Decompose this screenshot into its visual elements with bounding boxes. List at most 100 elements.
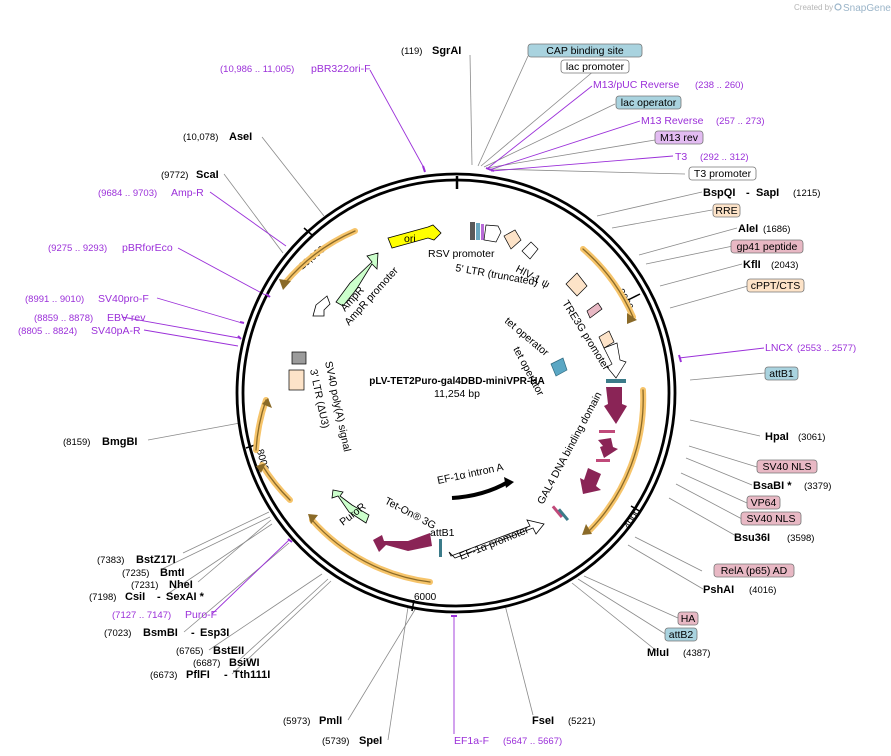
ef1a-intron-line xyxy=(451,480,510,500)
feature-label-text: attB1 xyxy=(769,368,794,380)
feature-arcs xyxy=(253,228,647,585)
enzyme-pos: (7383) xyxy=(97,555,124,566)
primer-name[interactable]: SV40pro-F xyxy=(98,293,149,305)
primer-range: (8991 .. 9010) xyxy=(25,294,84,305)
feature-label-box[interactable] xyxy=(712,203,741,218)
tet-operator-box xyxy=(550,357,568,377)
feature-label-rsv-promoter: RSV promoter xyxy=(428,248,495,260)
primer-name[interactable]: T3 xyxy=(675,151,687,163)
feature-label-box[interactable] xyxy=(764,366,799,381)
ampr-promoter-arrow xyxy=(312,295,331,317)
enzyme-pos: (1215) xyxy=(793,188,820,199)
enzyme-pos: (4387) xyxy=(683,648,710,659)
feature-label-text: lac operator xyxy=(621,97,677,109)
feature-label-text: cPPT/CTS xyxy=(751,280,801,292)
enzyme-name[interactable]: MluI xyxy=(647,647,669,659)
ha-box xyxy=(551,505,564,519)
enzyme-name[interactable]: BspQI xyxy=(703,187,735,199)
primer-name[interactable]: Amp-R xyxy=(171,187,204,199)
enzyme-pos: (7198) xyxy=(89,592,116,603)
created-by-text: Created by xyxy=(794,3,833,12)
feature-label-text: CAP binding site xyxy=(546,45,624,57)
rre-box xyxy=(565,272,588,297)
primer-leader-lines xyxy=(121,69,765,734)
enzyme-name[interactable]: FseI xyxy=(532,715,554,727)
feature-label-box[interactable] xyxy=(615,95,682,110)
enzyme-name[interactable]: PmlI xyxy=(319,715,342,727)
enzyme-name[interactable]: BsaBI * xyxy=(753,480,792,492)
primer-name[interactable]: M13 Reverse xyxy=(641,115,704,127)
enzyme-name[interactable]: AleI xyxy=(738,223,758,235)
enzyme-pos: (5973) xyxy=(283,716,310,727)
feature-labels: RSV promoter 5' LTR (truncated) HIV-1 ψ … xyxy=(307,248,612,563)
primer-name[interactable]: EBV-rev xyxy=(107,312,146,324)
hiv-psi-box xyxy=(521,241,539,260)
primer-range: (2553 .. 2577) xyxy=(797,343,856,354)
enzyme-name[interactable]: SpeI xyxy=(359,735,382,747)
feature-label-box[interactable] xyxy=(756,459,818,474)
feature-label-box[interactable] xyxy=(654,130,704,145)
feature-label-box[interactable] xyxy=(688,166,757,181)
gal4-dbd-arrow-1 xyxy=(604,387,627,424)
feature-label-box[interactable] xyxy=(677,611,699,626)
enzyme-pos: (7231) xyxy=(131,580,158,591)
enzyme-name[interactable]: NheI xyxy=(169,579,193,591)
enzyme-name[interactable]: SapI xyxy=(756,187,779,199)
enzyme-name[interactable]: ScaI xyxy=(196,169,219,181)
enzyme-name[interactable]: PshAI xyxy=(703,584,734,596)
enzyme-name[interactable]: SexAI * xyxy=(166,591,205,603)
primer-name[interactable]: pBRforEco xyxy=(122,242,173,254)
cap-site-box xyxy=(470,222,475,240)
primer-labels[interactable]: (10,986 .. 11,005) pBR322ori-F (9684 .. … xyxy=(18,63,856,747)
enzyme-name[interactable]: BmgBI xyxy=(102,436,137,448)
feature-label-tet-operator: tet operator xyxy=(502,315,551,359)
enzyme-name[interactable]: PflFI xyxy=(186,669,210,681)
enzyme-labels[interactable]: (119) SgrAI (10,078) AseI (9772) ScaI Bs… xyxy=(63,45,831,747)
feature-label-attb1: attB1 xyxy=(430,527,455,539)
enzyme-name[interactable]: BstZ17I xyxy=(136,554,176,566)
feature-label-box[interactable] xyxy=(560,59,630,74)
enzyme-name[interactable]: Esp3I xyxy=(200,627,229,639)
feature-label-box[interactable] xyxy=(746,495,781,510)
snapgene-logo-icon xyxy=(834,3,842,11)
primer-range: (10,986 .. 11,005) xyxy=(220,64,294,75)
enzyme-name[interactable]: BstEII xyxy=(213,645,244,657)
enzyme-name[interactable]: SgrAI xyxy=(432,45,461,57)
feature-label-box[interactable] xyxy=(527,43,643,58)
enzyme-name[interactable]: AseI xyxy=(229,131,252,143)
enzyme-pos: (10,078) xyxy=(183,132,218,143)
primer-name[interactable]: M13/pUC Reverse xyxy=(593,79,680,91)
primer-range: (292 .. 312) xyxy=(700,152,749,163)
enzyme-name[interactable]: CsiI xyxy=(125,591,145,603)
primer-name[interactable]: Puro-F xyxy=(185,609,217,621)
primer-name[interactable]: LNCX xyxy=(765,342,793,354)
enzyme-name[interactable]: BsmBI xyxy=(143,627,178,639)
enzyme-name[interactable]: KflI xyxy=(743,259,761,271)
feature-glyphs: ori xyxy=(288,222,627,559)
primer-name[interactable]: EF1a-F xyxy=(454,735,489,747)
enzyme-name[interactable]: BmtI xyxy=(160,567,184,579)
enzyme-pos: (2043) xyxy=(771,260,798,271)
feature-label-ef1a-promoter: EF-1α promoter xyxy=(458,524,531,563)
feature-label-text: SV40 NLS xyxy=(762,461,811,473)
feature-label-text: RelA (p65) AD xyxy=(721,565,788,577)
enzyme-name[interactable]: Tth111I xyxy=(233,669,270,681)
feature-label-box[interactable] xyxy=(740,511,802,526)
enzyme-pos: (5739) xyxy=(322,736,349,747)
feature-label-box[interactable] xyxy=(664,627,698,642)
enzyme-name-sep: - xyxy=(157,591,161,603)
primer-name[interactable]: SV40pA-R xyxy=(91,325,141,337)
feature-label-box[interactable] xyxy=(713,563,795,578)
plasmid-size: 11,254 bp xyxy=(434,388,480,400)
feature-label-text: gp41 peptide xyxy=(737,241,798,253)
enzyme-pos: (8159) xyxy=(63,437,90,448)
enzyme-name[interactable]: HpaI xyxy=(765,431,789,443)
feature-label-text: HA xyxy=(681,613,696,625)
enzyme-name[interactable]: Bsu36I xyxy=(734,532,770,544)
feature-label-box[interactable] xyxy=(730,239,804,254)
primer-name[interactable]: pBR322ori-F xyxy=(311,63,371,75)
enzyme-pos: (6673) xyxy=(150,670,177,681)
enzyme-name[interactable]: BsiWI xyxy=(229,657,260,669)
feature-label-box[interactable] xyxy=(746,278,805,293)
